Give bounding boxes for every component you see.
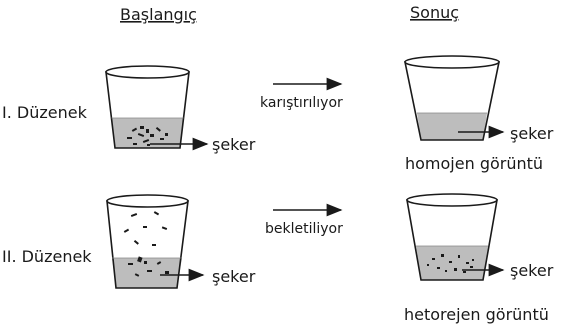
cup-2-result [406,193,498,281]
cup-2-start [106,194,189,289]
setup-1-label: I. Düzenek [2,103,88,122]
cup-1-result [404,55,500,141]
setup-2-label: II. Düzenek [2,247,92,266]
result-caption-2: hetorejen görüntü [404,305,549,324]
cup-1-start [105,65,190,149]
sugar-label-2-start: şeker [212,267,256,286]
result-caption-1: homojen görüntü [405,154,543,173]
process-label-2: bekletiliyor [265,221,343,237]
process-label-1: karıştırılıyor [260,95,343,111]
sugar-grains-2-start [123,211,169,277]
sugar-label-1-result: şeker [510,124,554,143]
header-result: Sonuç [410,3,459,22]
sugar-grains-1-start [127,126,168,146]
sugar-label-1-start: şeker [212,135,256,154]
dissolved-particles-2-result [427,254,474,273]
sugar-label-2-result: şeker [510,261,554,280]
header-start: Başlangıç [120,5,197,24]
